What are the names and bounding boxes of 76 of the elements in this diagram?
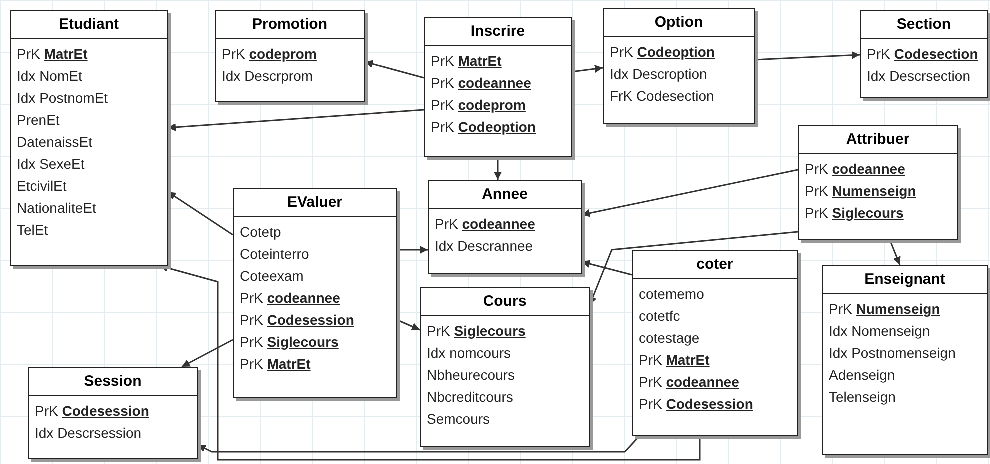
table-name: Enseignant: [823, 266, 987, 294]
field-name: TelEt: [17, 221, 48, 240]
field-name: PrK Codesession: [240, 311, 354, 330]
field-name: PrK Siglecours: [805, 204, 904, 223]
table-box: [798, 125, 958, 240]
table-box: [603, 8, 755, 124]
field-name: Adenseign: [829, 366, 896, 385]
field-name: PrK Siglecours: [427, 322, 526, 341]
arrow: [182, 339, 234, 368]
field-name: PrK Codesession: [35, 402, 150, 421]
field-name: Nbheurecours: [427, 366, 515, 385]
table-box: [10, 10, 168, 266]
field-name: Cotetp: [240, 223, 282, 242]
field-name: PrK Codeoption: [431, 118, 536, 137]
table-box: [233, 188, 397, 398]
table-name: coter: [633, 251, 797, 279]
table-box: [822, 265, 988, 455]
table-box: [428, 180, 582, 274]
table-box: [632, 250, 798, 436]
field-name: PrK Codesession: [639, 395, 754, 414]
field-name: Idx Descrsession: [35, 424, 142, 443]
field-name: PrK Numenseign: [829, 300, 940, 319]
field-name: Idx Descrprom: [222, 67, 314, 86]
field-name: Semcours: [427, 410, 490, 429]
table-box: [424, 17, 572, 157]
field-name: Idx SexeEt: [17, 155, 85, 174]
arrow: [397, 246, 428, 254]
field-name: PrK MatrEt: [639, 351, 710, 370]
field-name: PrK MatrEt: [240, 355, 311, 374]
table-name: Attribuer: [799, 126, 957, 154]
field-name: DatenaissEt: [17, 133, 92, 152]
field-name: PrK codeannee: [805, 160, 906, 179]
field-name: PrK codeannee: [435, 215, 536, 234]
table-box: [215, 10, 365, 102]
field-name: Idx PostnomEt: [17, 89, 108, 108]
field-name: NationaliteEt: [17, 199, 96, 218]
field-name: Idx Postnomenseign: [829, 344, 956, 363]
field-name: Idx Nomenseign: [829, 322, 930, 341]
field-name: PrenEt: [17, 111, 60, 130]
field-name: cotestage: [639, 329, 700, 348]
field-name: Idx Descroption: [610, 65, 708, 84]
field-name: PrK codeannee: [240, 289, 340, 308]
table-name: Annee: [429, 181, 581, 209]
field-name: PrK Codesection: [867, 45, 978, 64]
table-name: Promotion: [216, 11, 364, 39]
table-name: Etudiant: [11, 11, 167, 39]
table-box: [28, 367, 198, 459]
field-name: PrK Siglecours: [240, 333, 339, 352]
table-name: Inscrire: [425, 18, 571, 46]
field-name: PrK MatrEt: [17, 45, 88, 64]
field-name: PrK codeannee: [639, 373, 740, 392]
field-name: Idx NomEt: [17, 67, 82, 86]
field-name: Telenseign: [829, 388, 896, 407]
table-name: Session: [29, 368, 197, 396]
field-name: PrK Codeoption: [610, 43, 715, 62]
table-name: Section: [861, 11, 987, 39]
field-name: PrK codeprom: [222, 45, 317, 64]
field-name: PrK codeannee: [431, 74, 532, 93]
table-box: [420, 287, 590, 447]
field-name: Idx nomcours: [427, 344, 512, 363]
table-name: EValuer: [234, 189, 396, 217]
field-name: Coteinterro: [240, 245, 310, 264]
field-name: Nbcreditcours: [427, 388, 514, 407]
field-name: cotetfc: [639, 307, 680, 326]
field-name: PrK MatrEt: [431, 52, 502, 71]
field-name: FrK Codesection: [610, 87, 714, 106]
table-name: Cours: [421, 288, 589, 316]
field-name: Idx Descrsection: [867, 67, 970, 86]
field-name: PrK Numenseign: [805, 182, 916, 201]
field-name: Coteexam: [240, 267, 304, 286]
field-name: EtcivilEt: [17, 177, 67, 196]
field-name: cotememo: [639, 285, 704, 304]
table-name: Option: [604, 9, 754, 37]
field-name: PrK codeprom: [431, 96, 526, 115]
table-box: [860, 10, 988, 98]
field-name: Idx Descrannee: [435, 237, 534, 256]
